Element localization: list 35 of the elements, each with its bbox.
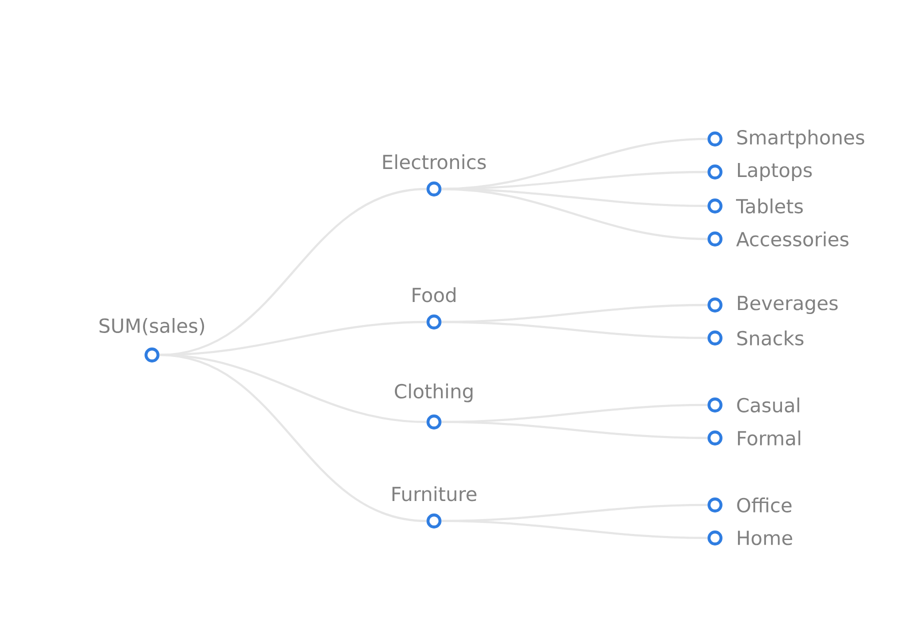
tree-link <box>441 520 708 540</box>
node-label: Snacks <box>737 330 804 346</box>
tree-node: Casual <box>708 398 800 412</box>
node-label: Food <box>412 287 456 302</box>
node-label: Formal <box>738 430 800 446</box>
node-label: Furniture <box>392 486 476 502</box>
tree-link <box>441 420 708 440</box>
node-label: Casual <box>737 398 800 412</box>
tree-node: Clothing <box>394 384 472 430</box>
tree-node: Office <box>708 498 792 512</box>
node-label: Home <box>738 530 792 546</box>
node-label: Accessories <box>736 232 848 246</box>
tree-link <box>441 188 708 240</box>
tree-node: Furniture <box>392 486 476 528</box>
tree-link <box>159 354 427 522</box>
tree-node: Smartphones <box>708 130 864 148</box>
node-label: Clothing <box>394 384 472 402</box>
node-label: Laptops <box>738 162 812 182</box>
tree-node: Laptops <box>708 162 812 182</box>
tree-node: Formal <box>708 430 800 446</box>
tree-node: Snacks <box>708 330 804 346</box>
node-label: SUM(sales) <box>100 318 204 336</box>
node-label: Electronics <box>383 154 486 170</box>
node-label: Smartphones <box>737 130 864 148</box>
tree-node: Food <box>412 287 456 330</box>
tree-node: Electronics <box>383 154 486 196</box>
tree-node: Home <box>708 530 792 546</box>
node-label: Office <box>737 498 792 512</box>
tree-node: SUM(sales) <box>100 318 204 362</box>
tree-node: Accessories <box>708 232 848 246</box>
tree-node: Beverages <box>708 296 838 314</box>
node-label: Beverages <box>738 296 838 314</box>
tree-node: Tablets <box>708 198 803 214</box>
node-label: Tablets <box>736 198 803 214</box>
tree-link <box>441 320 708 340</box>
